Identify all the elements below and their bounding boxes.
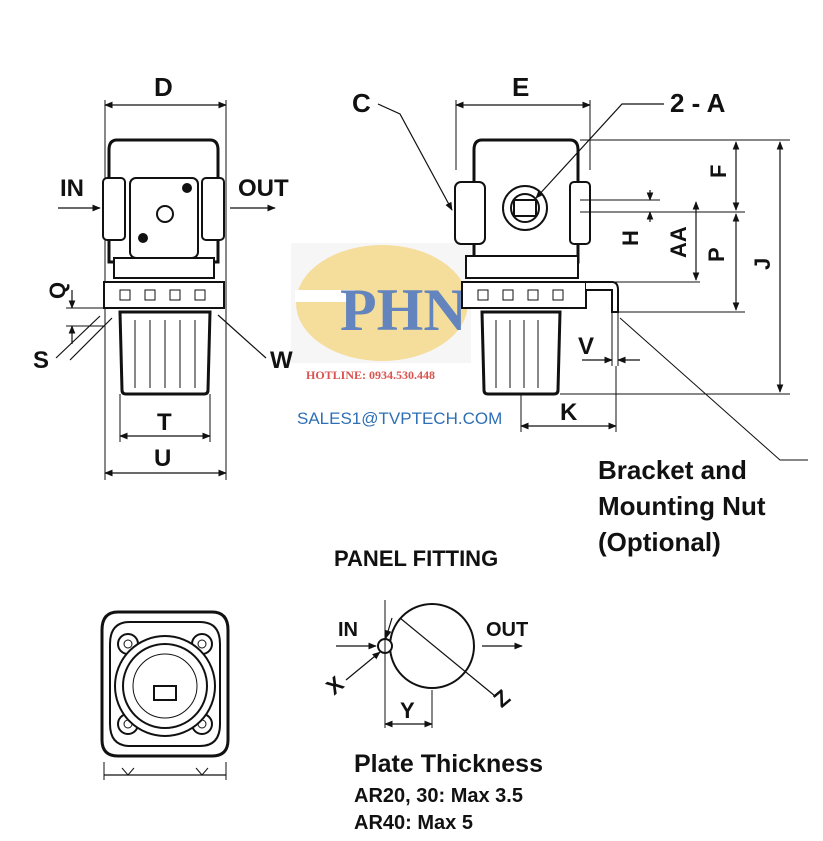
dim-label-s: S <box>33 347 49 374</box>
front-out-label: OUT <box>238 175 289 202</box>
side-view: E C 2 - A F H <box>352 72 808 461</box>
panel-fitting-title: PANEL FITTING <box>334 546 499 571</box>
dim-label-k: K <box>560 399 578 426</box>
watermark-logo: PHN <box>291 243 471 363</box>
watermark-email: SALES1@TVPTECH.COM <box>297 409 503 428</box>
front-view: D IN OUT Q S W <box>33 72 293 480</box>
front-in-label: IN <box>60 175 84 202</box>
panel-fitting-view: X Z Y IN OUT <box>321 600 528 728</box>
panel-in-label: IN <box>338 619 358 641</box>
dim-label-u: U <box>154 445 171 472</box>
bracket-note: Bracket and Mounting Nut (Optional) <box>598 455 766 557</box>
dim-label-p: P <box>704 247 729 262</box>
dim-label-2a: 2 - A <box>670 88 726 118</box>
dim-label-y: Y <box>400 698 415 723</box>
panel-out-label: OUT <box>486 619 528 641</box>
plate-thickness-title: Plate Thickness <box>354 750 543 778</box>
watermark-hotline: HOTLINE: 0934.530.448 <box>306 368 436 382</box>
dim-label-aa: AA <box>666 226 691 258</box>
dim-label-c: C <box>352 88 371 118</box>
dim-label-t: T <box>157 409 172 436</box>
dim-label-x: X <box>321 671 349 700</box>
dim-label-w: W <box>270 347 293 374</box>
dim-label-h: H <box>618 230 643 246</box>
plate-thickness-line2: AR40: Max 5 <box>354 812 473 834</box>
watermark-logo-text: PHN <box>340 277 467 343</box>
dim-label-j: J <box>750 258 775 270</box>
dim-label-z: Z <box>489 685 515 713</box>
dim-label-f: F <box>706 165 731 178</box>
dim-label-e: E <box>512 72 529 102</box>
plate-thickness-line1: AR20, 30: Max 3.5 <box>354 785 523 807</box>
dim-label-q: Q <box>45 282 70 299</box>
bottom-view <box>100 610 230 780</box>
dim-label-v: V <box>578 333 594 360</box>
dim-label-d: D <box>154 72 173 102</box>
